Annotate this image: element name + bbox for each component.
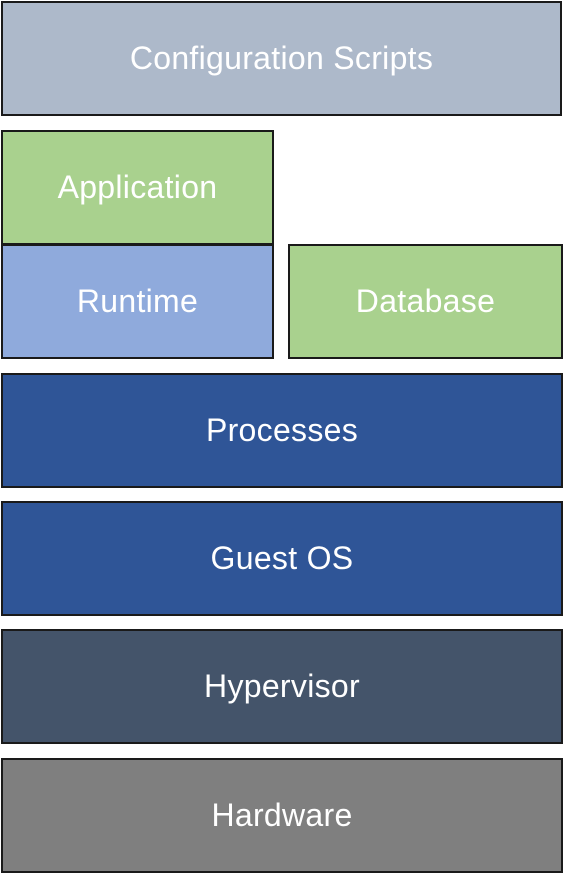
configuration-scripts-layer: Configuration Scripts [1, 1, 562, 116]
application-layer: Application [1, 130, 274, 245]
runtime-label: Runtime [76, 283, 199, 319]
hardware-layer: Hardware [1, 758, 563, 873]
runtime-layer: Runtime [1, 244, 274, 359]
database-layer: Database [288, 244, 563, 359]
processes-layer: Processes [1, 373, 563, 488]
processes-label: Processes [205, 412, 359, 448]
application-label: Application [57, 169, 218, 205]
hypervisor-layer: Hypervisor [1, 629, 563, 744]
hypervisor-label: Hypervisor [204, 668, 360, 704]
configuration-scripts-label: Configuration Scripts [129, 40, 434, 76]
guest-os-label: Guest OS [210, 540, 354, 576]
hardware-label: Hardware [211, 797, 353, 833]
database-label: Database [355, 283, 496, 319]
guest-os-layer: Guest OS [1, 501, 563, 616]
